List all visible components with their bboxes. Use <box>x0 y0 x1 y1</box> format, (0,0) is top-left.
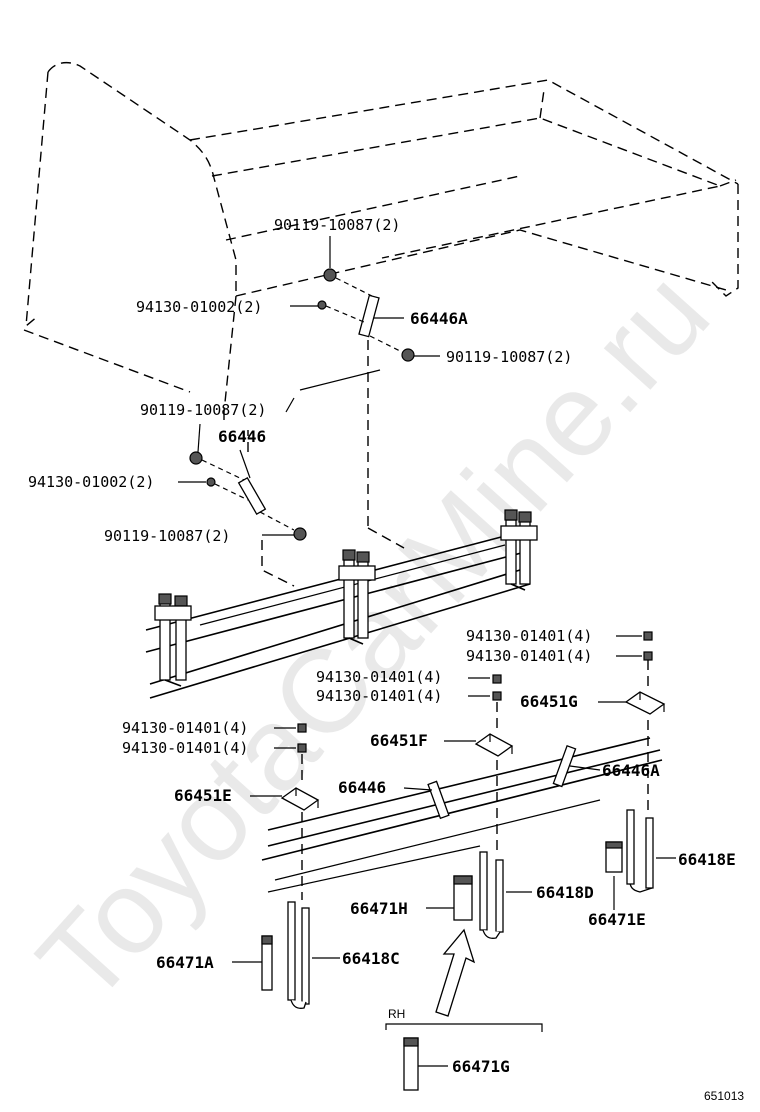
label-block-66471A: 66471A <box>156 953 214 972</box>
diagram-id: 651013 <box>704 1089 744 1103</box>
label-ubolt-66418D: 66418D <box>536 883 594 902</box>
bracket-66446A-group <box>317 268 415 549</box>
u-bolt-upper-right <box>500 509 538 591</box>
label-ubolt-66418E: 66418E <box>678 850 736 869</box>
bolt-icon <box>401 348 415 362</box>
label-bolt-left: 90119-10087(2) <box>140 401 266 419</box>
label-ubolt-66418C: 66418C <box>342 949 400 968</box>
plate-icon <box>474 733 514 757</box>
u-bolt-upper-middle <box>338 549 376 645</box>
u-bolt-66418C-group <box>232 901 340 1009</box>
nut-icon <box>492 674 502 684</box>
u-bolt-66418E-group <box>605 809 676 910</box>
truck-bed-outline <box>23 61 739 413</box>
label-block-66471G: 66471G <box>452 1057 510 1076</box>
label-block-66471E: 66471E <box>588 910 646 929</box>
label-nut-l2: 94130-01401(4) <box>122 739 248 757</box>
label-nut-top: 94130-01002(2) <box>136 298 262 316</box>
u-bolt-upper-left <box>154 593 192 687</box>
label-plate-66451E: 66451E <box>174 786 232 805</box>
bolt-icon <box>323 268 337 282</box>
label-bolt-top: 90119-10087(2) <box>274 216 400 234</box>
bracket-icon <box>552 745 577 788</box>
plate-icon <box>624 691 666 715</box>
bolt-icon <box>189 451 203 465</box>
bracket-icon <box>237 477 267 515</box>
bracket-icon <box>427 780 450 820</box>
rh-group <box>385 1023 543 1091</box>
label-nut-m2: 94130-01401(4) <box>316 687 442 705</box>
nut-icon <box>643 651 653 661</box>
label-bracket-66446-lower: 66446 <box>338 778 386 797</box>
leaf-spring-lower <box>261 737 663 893</box>
bracket-66446-group <box>189 412 307 587</box>
label-nut-m1: 94130-01401(4) <box>316 668 442 686</box>
bolt-icon <box>293 527 307 541</box>
plate-66451F-group <box>444 674 514 856</box>
label-block-66471H: 66471H <box>350 899 408 918</box>
nut-icon <box>317 300 327 310</box>
nut-icon <box>643 631 653 641</box>
label-plate-66451F: 66451F <box>370 731 428 750</box>
label-nut-l1: 94130-01401(4) <box>122 719 248 737</box>
bracket-lower-group <box>403 745 601 820</box>
label-nut-r1: 94130-01401(4) <box>466 627 592 645</box>
label-nut-left: 94130-01002(2) <box>28 473 154 491</box>
bracket-icon <box>358 294 380 338</box>
nut-icon <box>297 743 307 753</box>
label-bracket-66446: 66446 <box>218 427 266 446</box>
plate-66451G-group <box>598 631 666 812</box>
nut-icon <box>206 477 216 487</box>
frame-rail-upper <box>145 535 531 699</box>
label-bolt-top-right: 90119-10087(2) <box>446 348 572 366</box>
plate-66451E-group <box>250 723 320 900</box>
nut-icon <box>297 723 307 733</box>
part-labels: 90119-10087(2) 94130-01002(2) 66446A 901… <box>28 216 744 1103</box>
label-bracket-66446A-lower: 66446A <box>602 761 660 780</box>
label-bracket-66446A: 66446A <box>410 309 468 328</box>
label-bolt-left-lower: 90119-10087(2) <box>104 527 230 545</box>
side-label-rh: RH <box>388 1007 405 1021</box>
label-plate-66451G: 66451G <box>520 692 578 711</box>
nut-icon <box>492 691 502 701</box>
direction-arrow-icon <box>435 928 476 1017</box>
label-nut-r2: 94130-01401(4) <box>466 647 592 665</box>
u-bolt-66418D-group <box>426 851 532 939</box>
leader-lines-top <box>178 236 440 536</box>
